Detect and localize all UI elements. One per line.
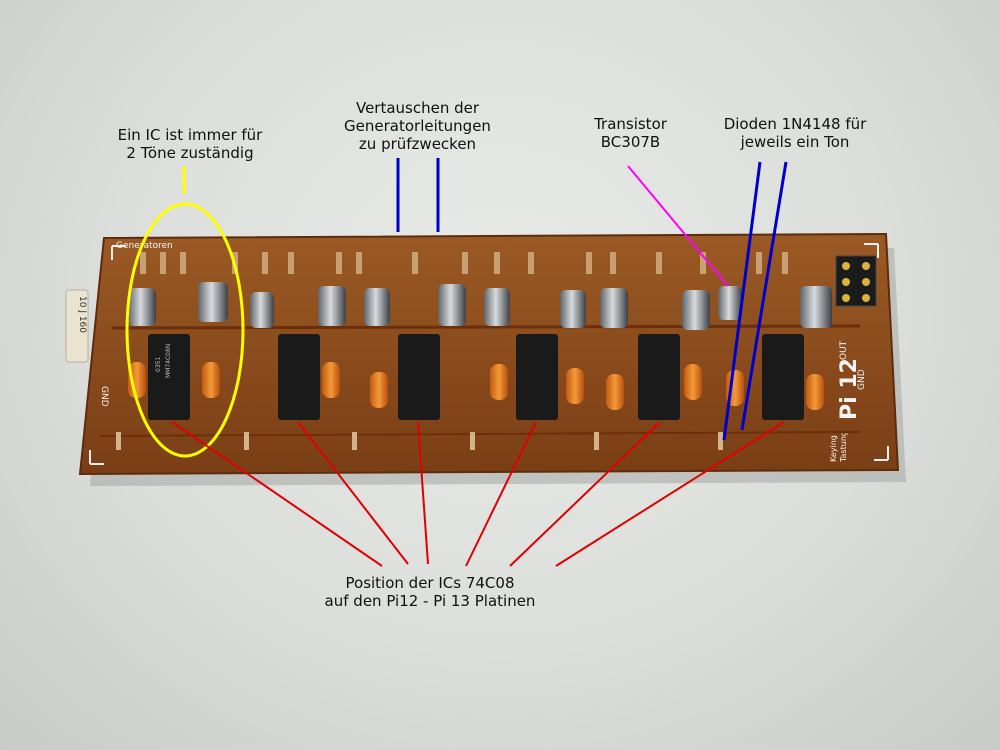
board-label-gnd-left: GND [99,386,109,407]
board-label-generators: Generatoren [116,241,173,251]
board-name: Pi 12 [837,358,862,420]
annotation-swap-generator [396,158,440,232]
board-label-gnd: GND [857,369,867,390]
ic-chips: MM74C08N 0351 [148,334,804,420]
label-transistor: Transistor BC307B [594,115,667,151]
board-label-out: OUT [839,340,849,360]
svg-text:10 J 160: 10 J 160 [77,296,87,333]
annotation-ic-position [171,421,785,567]
ic-socket [835,255,877,307]
label-ic-two-tones: Ein IC ist immer für 2 Töne zuständig [117,126,263,162]
beige-resistor: 10 J 160 [65,289,89,363]
svg-text:MM74C08N: MM74C08N [165,344,172,378]
svg-text:0351: 0351 [155,357,162,372]
annotation-transistor [627,165,729,287]
electrolytic-capacitors [128,282,832,330]
label-swap-generator: Vertauschen der Generatorleitungen zu pr… [344,99,491,153]
label-ic-position: Position der ICs 74C08 auf den Pi12 - Pi… [324,574,536,610]
annotation-diodes [722,161,788,441]
board-label-keying: Keying [829,435,838,462]
board-label-tastung: Tastung [839,431,848,463]
annotation-ic-two-tones [125,166,245,458]
diode-row-bottom [116,432,723,450]
label-diodes: Dioden 1N4148 für jeweils ein Ton [723,115,867,151]
transistor-bc307b [718,286,742,320]
resistor-row-top [140,252,788,274]
